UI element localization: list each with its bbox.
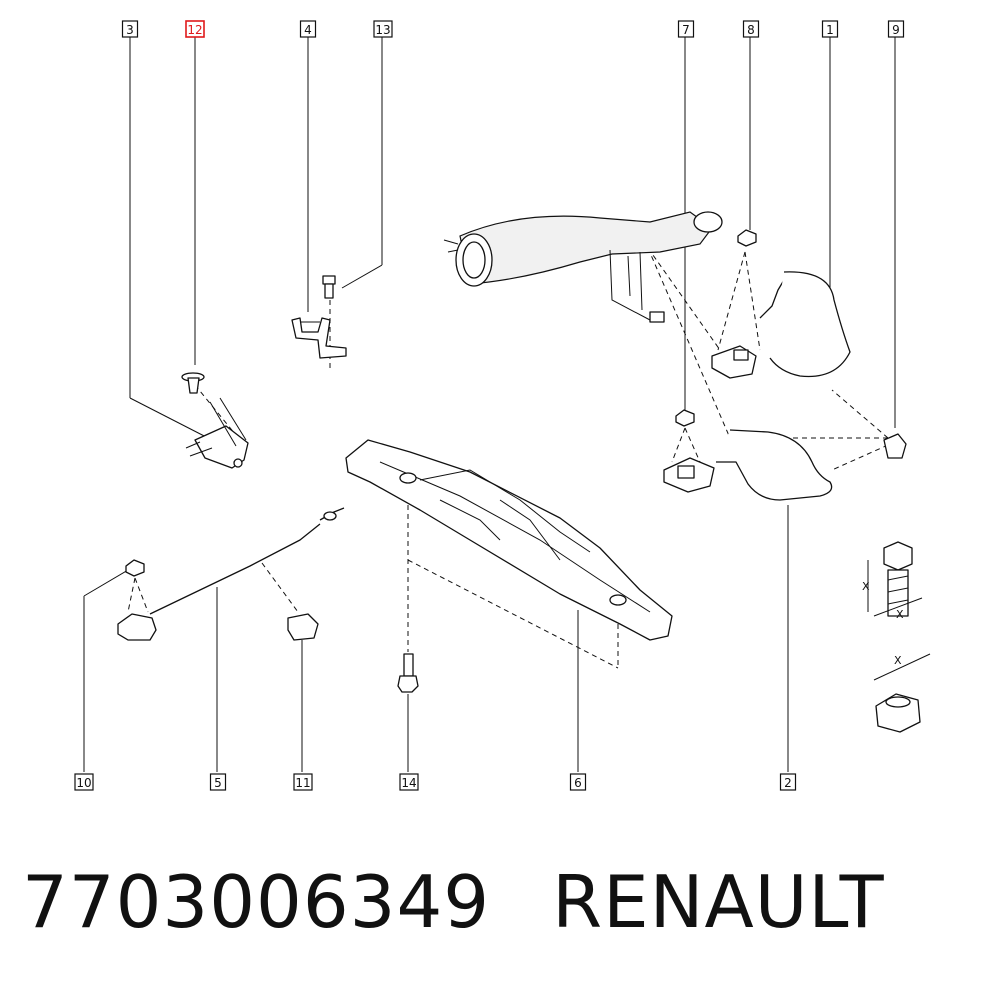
callout-13: 13 xyxy=(373,20,393,38)
grommet-part-11 xyxy=(287,613,319,641)
callout-label: 9 xyxy=(892,23,900,37)
sensor-holder-part-10 xyxy=(117,559,157,641)
oxygen-sensor-part-1 xyxy=(711,271,851,379)
torque-nut-symbol: X xyxy=(873,653,931,733)
exhaust-pipe-assembly xyxy=(443,211,723,323)
leader-lines xyxy=(83,37,896,772)
callout-6: 6 xyxy=(569,773,587,791)
callout-3: 3 xyxy=(121,20,139,38)
torque-bolt-symbol: X X xyxy=(862,541,923,621)
bracket-part-4 xyxy=(291,317,347,359)
footer-caption: 7703006349 RENAULT xyxy=(22,852,982,952)
temperature-probe-part-5 xyxy=(149,507,345,615)
callout-11: 11 xyxy=(293,773,313,791)
oxygen-sensor-part-2 xyxy=(663,429,833,501)
callout-label: 4 xyxy=(304,23,312,37)
callout-label: 13 xyxy=(375,23,390,37)
bolt-x-label-horizontal: X xyxy=(896,608,904,621)
callout-9: 9 xyxy=(887,20,905,38)
callout-label: 11 xyxy=(295,776,310,790)
callout-layer: 3 12 4 13 7 8 1 9 10 5 11 14 6 2 xyxy=(74,20,905,791)
callout-label: 14 xyxy=(401,776,416,790)
callout-2: 2 xyxy=(779,773,797,791)
nut-part-7 xyxy=(675,409,695,427)
callout-10: 10 xyxy=(74,773,94,791)
callout-12: 12 xyxy=(185,20,205,38)
bolt-part-13 xyxy=(322,275,336,299)
callout-label: 12 xyxy=(187,23,202,37)
nut-part-8 xyxy=(737,229,757,247)
callout-label: 5 xyxy=(214,776,222,790)
stud-bolt-part-14 xyxy=(397,653,419,693)
callout-14: 14 xyxy=(399,773,419,791)
brand-name: RENAULT xyxy=(552,860,885,944)
clip-part-9 xyxy=(883,433,907,459)
heat-shield-part-6 xyxy=(345,439,673,641)
callout-1: 1 xyxy=(821,20,839,38)
nut-x-label: X xyxy=(894,654,902,667)
callout-label: 2 xyxy=(784,776,792,790)
callout-7: 7 xyxy=(677,20,695,38)
callout-label: 3 xyxy=(126,23,134,37)
callout-label: 7 xyxy=(682,23,690,37)
callout-label: 6 xyxy=(574,776,582,790)
callout-4: 4 xyxy=(299,20,317,38)
bracket-part-3 xyxy=(185,397,249,469)
callout-8: 8 xyxy=(742,20,760,38)
bolt-x-label-vertical: X xyxy=(862,580,870,593)
callout-label: 8 xyxy=(747,23,755,37)
callout-label: 10 xyxy=(76,776,91,790)
clip-part-12 xyxy=(181,372,205,394)
part-number: 7703006349 xyxy=(22,860,491,944)
callout-label: 1 xyxy=(826,23,834,37)
callout-5: 5 xyxy=(209,773,227,791)
